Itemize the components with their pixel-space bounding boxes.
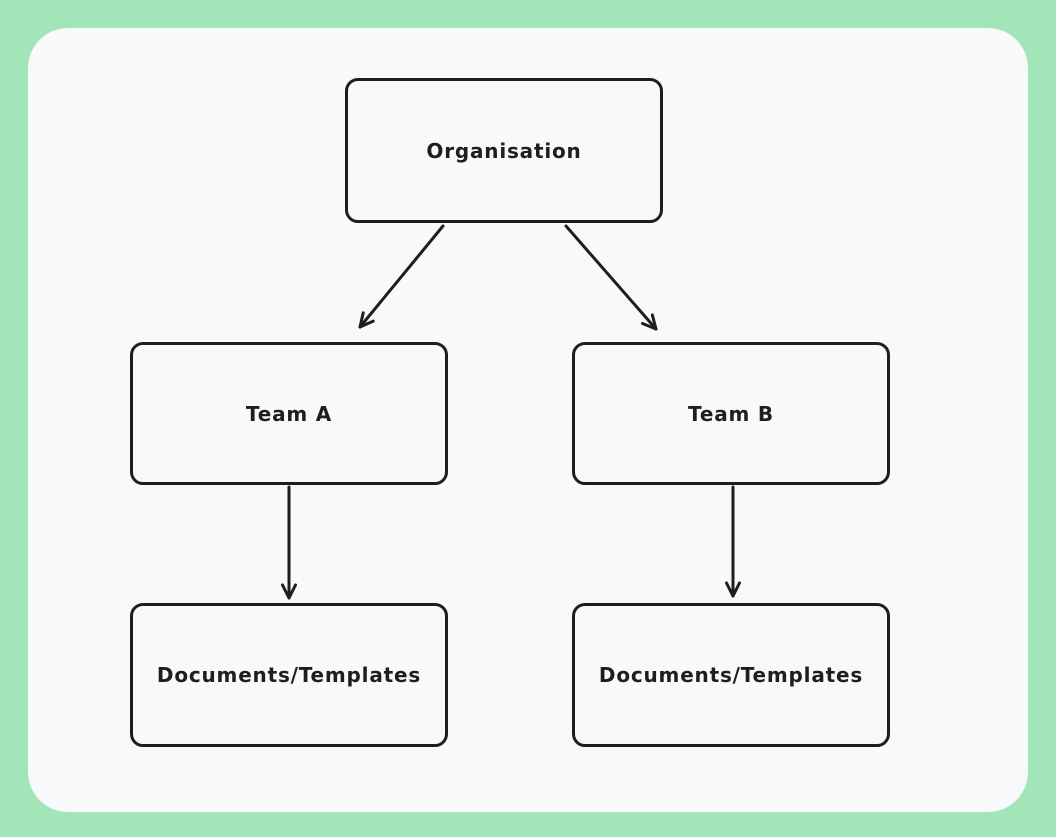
node-organisation-label: Organisation bbox=[426, 138, 582, 163]
node-documents-b-label: Documents/Templates bbox=[598, 663, 864, 687]
node-documents-a-label: Documents/Templates bbox=[156, 663, 422, 687]
node-team-a: Team A bbox=[130, 342, 448, 485]
node-organisation: Organisation bbox=[345, 78, 663, 223]
node-team-b: Team B bbox=[572, 342, 890, 485]
node-documents-templates-a: Documents/Templates bbox=[130, 603, 448, 747]
node-team-a-label: Team A bbox=[245, 401, 333, 426]
node-documents-templates-b: Documents/Templates bbox=[572, 603, 890, 747]
diagram-panel bbox=[28, 28, 1028, 812]
node-team-b-label: Team B bbox=[688, 401, 774, 426]
